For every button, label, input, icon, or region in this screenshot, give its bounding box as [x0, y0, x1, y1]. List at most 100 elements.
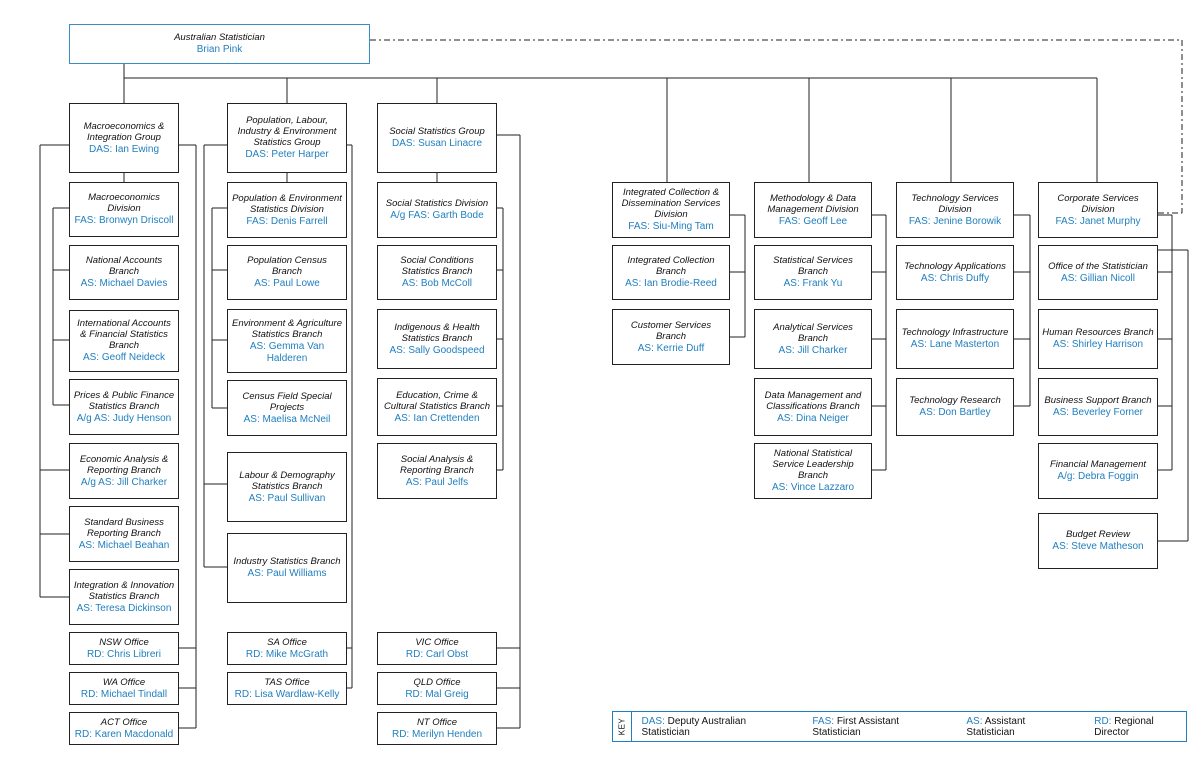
unit-head: AS: Maelisa McNeil — [243, 413, 331, 425]
unit-head: FAS: Geoff Lee — [778, 215, 848, 227]
unit-title: Customer Services Branch — [630, 319, 712, 342]
unit-title: Technology Applications — [904, 260, 1006, 272]
unit-head: AS: Chris Duffy — [920, 272, 990, 284]
unit-head: AS: Paul Lowe — [254, 278, 320, 289]
unit-head: AS: Steve Matheson — [1052, 541, 1144, 552]
unit-title: Integration & Innovation Statistics Bran… — [73, 579, 175, 602]
unit-head: AS: Michael Davies — [80, 278, 168, 289]
key-item-rd: RD: Regional Director — [1094, 715, 1154, 738]
unit-head: AS: Sally Goodspeed — [389, 344, 485, 356]
unit-title: Social Statistics Division — [385, 198, 489, 209]
unit-title: Industry Statistics Branch — [233, 556, 341, 567]
unit-head: AS: Jill Charker — [778, 344, 848, 356]
unit-head: A/g FAS: Garth Bode — [390, 210, 484, 221]
unit-head: AS: Michael Beahan — [78, 539, 170, 551]
unit-title: Social Analysis & Reporting Branch — [400, 453, 474, 476]
org-box-c2_1: Population & Environment Statistics Divi… — [227, 182, 347, 238]
unit-head: AS: Gillian Nicoll — [1061, 272, 1135, 284]
unit-head: DAS: Ian Ewing — [88, 143, 160, 155]
unit-title: Population, Labour, Industry & Environme… — [237, 115, 337, 148]
unit-title: Technology Research — [909, 395, 1001, 406]
unit-title: Standard Business Reporting Branch — [84, 516, 164, 539]
unit-head: AS: Paul Williams — [247, 568, 327, 579]
org-box-c1_3: International Accounts & Financial Stati… — [69, 310, 179, 372]
unit-title: Labour & Demography Statistics Branch — [239, 469, 335, 492]
unit-head: AS: Geoff Neideck — [82, 352, 166, 363]
org-box-c2_0: Population, Labour, Industry & Environme… — [227, 103, 347, 173]
unit-title: Budget Review — [1066, 529, 1130, 540]
org-box-c1_7: Integration & Innovation Statistics Bran… — [69, 569, 179, 625]
unit-head: RD: Merilyn Henden — [391, 728, 483, 740]
key-item-as: AS: Assistant Statistician — [966, 715, 1026, 738]
unit-title: Technology Infrastructure — [901, 327, 1009, 338]
unit-head: AS: Ian Brodie-Reed — [625, 278, 717, 289]
unit-head: FAS: Denis Farrell — [246, 215, 328, 227]
unit-head: A/g AS: Jill Charker — [80, 476, 168, 488]
key-items: DAS: Deputy Australian Statistician FAS:… — [632, 716, 1186, 738]
unit-head: AS: Gemma Van Halderen — [249, 340, 325, 364]
org-box-c4_0: Integrated Collection & Dissemination Se… — [612, 182, 730, 238]
unit-title: Macroeconomics & Integration Group — [83, 120, 165, 143]
unit-title: ACT Office — [100, 716, 148, 728]
unit-head: AS: Paul Sullivan — [248, 492, 326, 504]
unit-head: AS: Beverley Forner — [1052, 407, 1144, 418]
unit-title: Economic Analysis & Reporting Branch — [79, 453, 169, 476]
unit-head: RD: Michael Tindall — [80, 688, 168, 700]
unit-title: VIC Office — [415, 636, 459, 648]
unit-head: RD: Karen Macdonald — [74, 728, 174, 740]
unit-head: FAS: Janet Murphy — [1055, 215, 1141, 227]
unit-head: RD: Lisa Wardlaw-Kelly — [234, 688, 340, 700]
key-item-das: DAS: Deputy Australian Statistician — [641, 715, 747, 738]
unit-title: Population Census Branch — [247, 255, 327, 277]
unit-title: Macroeconomics Division — [88, 192, 160, 214]
unit-head: DAS: Peter Harper — [245, 149, 329, 160]
unit-head: A/g: Debra Foggin — [1057, 471, 1139, 482]
unit-head: RD: Chris Libreri — [87, 648, 161, 660]
unit-title: Environment & Agriculture Statistics Bra… — [231, 317, 342, 340]
key-label-cell: KEY — [613, 712, 632, 741]
unit-title: International Accounts & Financial Stati… — [77, 318, 171, 351]
unit-title: Population & Environment Statistics Divi… — [232, 192, 342, 215]
unit-title: National Statistical Service Leadership … — [772, 448, 854, 481]
unit-head: FAS: Siu-Ming Tam — [628, 221, 714, 232]
unit-title: Methodology & Data Management Division — [767, 192, 859, 215]
unit-head: AS: Teresa Dickinson — [76, 602, 172, 614]
unit-title: Financial Management — [1049, 459, 1147, 470]
org-box-c3_4: Education, Crime & Cultural Statistics B… — [377, 378, 497, 436]
unit-title: NSW Office — [99, 636, 149, 648]
unit-head: AS: Dina Neiger — [777, 412, 849, 424]
unit-title: NT Office — [416, 716, 458, 728]
unit-head: DAS: Susan Linacre — [391, 138, 483, 149]
unit-title: Indigenous & Health Statistics Branch — [394, 321, 480, 344]
unit-head: FAS: Bronwyn Driscoll — [74, 215, 174, 226]
unit-head: AS: Lane Masterton — [910, 339, 1000, 350]
unit-title: WA Office — [102, 676, 146, 688]
